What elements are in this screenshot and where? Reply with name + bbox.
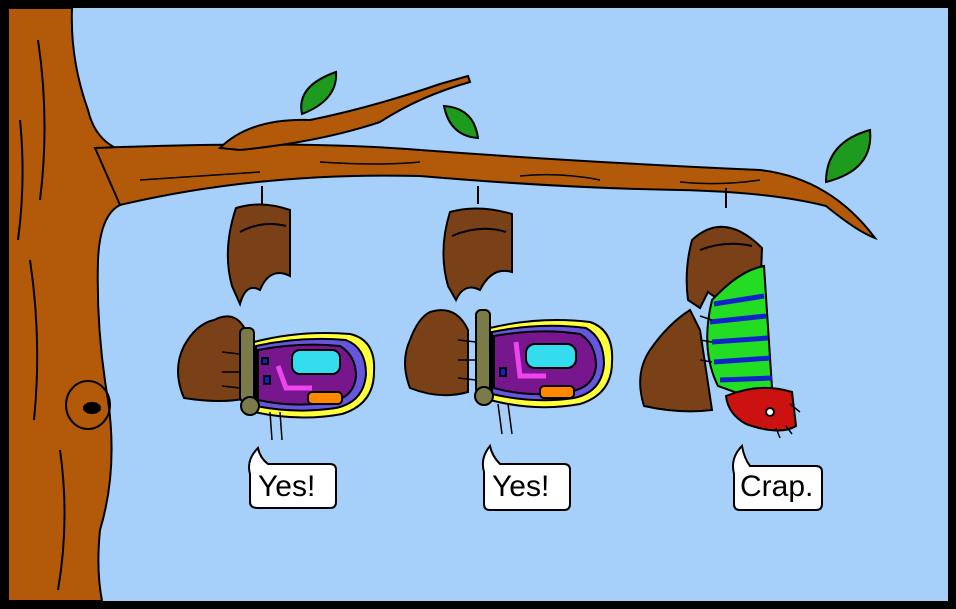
speech-middle-text: Yes! [492, 470, 550, 503]
speech-bubble-icon [248, 443, 823, 511]
cocoon-icon [177, 186, 291, 402]
sky-background [8, 8, 948, 601]
tree-icon [7, 7, 878, 602]
butterfly-icon [457, 309, 614, 435]
speech-left-text: Yes! [258, 470, 316, 503]
leaf-icon [300, 70, 872, 184]
cocoon-icon [404, 186, 513, 397]
butterfly-icon [221, 327, 376, 441]
caterpillar-icon [699, 264, 801, 439]
speech-right-text: Crap. [740, 470, 814, 503]
